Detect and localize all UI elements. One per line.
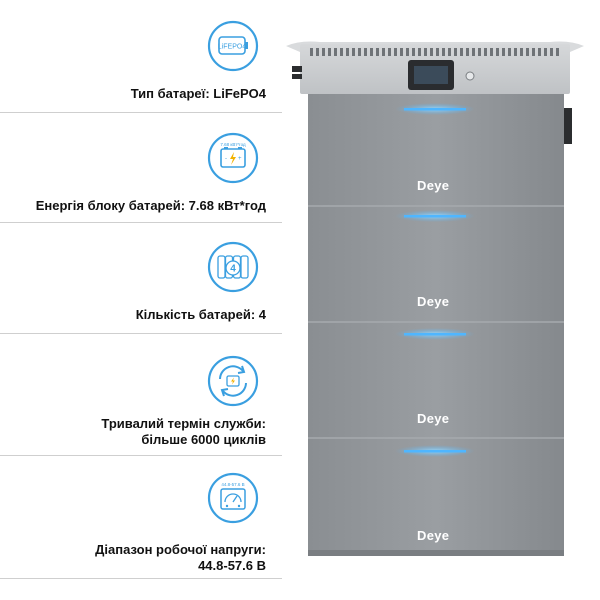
vent-grille [310,48,559,56]
power-button [465,71,475,81]
svg-text:7.68 кВт*год: 7.68 кВт*год [220,142,246,147]
svg-text:4: 4 [230,264,236,275]
battery-cabinet-drawing [286,41,584,556]
spec-label: Енергія блоку батарей: 7.68 кВт*год [35,198,266,213]
brand-logo: Deye [417,178,450,193]
brand-logo: Deye [417,528,450,543]
battery-cycle-icon [207,355,259,407]
spec-label: Кількість батарей: 4 [135,307,266,322]
connector [292,74,302,79]
battery-cabinet-image: Deye Deye Deye Deye [280,38,590,560]
battery-energy-icon: 7.68 кВт*год - + [207,132,259,184]
divider [0,578,282,579]
spec-label-line: більше 6000 циклів [141,432,266,447]
brand-logo: Deye [417,411,450,426]
brand-logo: Deye [417,294,450,309]
divider [0,333,282,334]
spec-label: Діапазон робочої напруги: 44.8-57.6 В [95,542,266,574]
spec-label: Тип батареї: LiFePO4 [130,86,266,101]
svg-text:+: + [238,156,242,162]
divider [0,112,282,113]
led-indicators [395,103,475,457]
battery-count-icon: 4 [207,241,259,293]
battery-lifepo4-icon: LiFEPO4 [207,20,259,72]
spec-label-line: 44.8-57.6 В [198,558,266,573]
cabinet-body [308,94,564,554]
connector [292,66,302,72]
spec-label-line: Діапазон робочої напруги: [95,542,266,557]
divider [0,222,282,223]
svg-text:-: - [225,156,227,162]
side-handle [564,108,572,144]
voltage-meter-icon: 44.8-57.6 В [207,472,259,524]
svg-text:LiFEPO4: LiFEPO4 [218,44,247,51]
svg-text:44.8-57.6 В: 44.8-57.6 В [221,482,244,487]
divider [0,455,282,456]
spec-label-line: Тривалий термін служби: [101,416,266,431]
spec-label: Тривалий термін служби: більше 6000 цикл… [101,416,266,448]
